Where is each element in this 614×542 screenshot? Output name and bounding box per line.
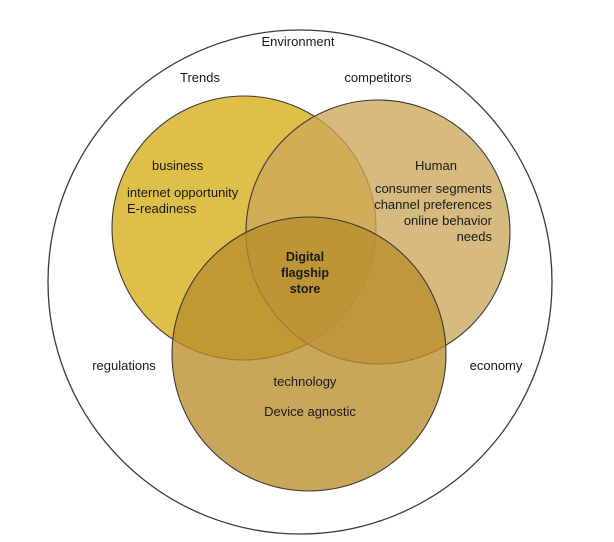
competitors-label: competitors (344, 70, 412, 85)
human-item: online behavior (403, 213, 492, 228)
human-title: Human (415, 158, 457, 173)
business-item: internet opportunity (127, 185, 239, 200)
business-items: internet opportunity E-readiness (127, 185, 238, 217)
human-item: channel preferences (374, 197, 492, 212)
technology-circle (171, 216, 447, 492)
core-line: store (289, 282, 321, 296)
human-item: needs (456, 229, 492, 244)
technology-title: technology (273, 374, 337, 389)
core-label: Digital flagship store (281, 249, 329, 297)
human-items: consumer segments channel preferences on… (370, 181, 492, 245)
regulations-label: regulations (92, 358, 156, 373)
economy-label: economy (469, 358, 523, 373)
human-item: consumer segments (374, 181, 492, 196)
business-item: E-readiness (127, 201, 197, 216)
trends-label: Trends (180, 70, 220, 85)
environment-title: Environment (261, 34, 335, 49)
core-line: flagship (281, 266, 329, 280)
technology-item: Device agnostic (264, 404, 356, 419)
business-title: business (152, 158, 204, 173)
core-line: Digital (285, 250, 325, 264)
